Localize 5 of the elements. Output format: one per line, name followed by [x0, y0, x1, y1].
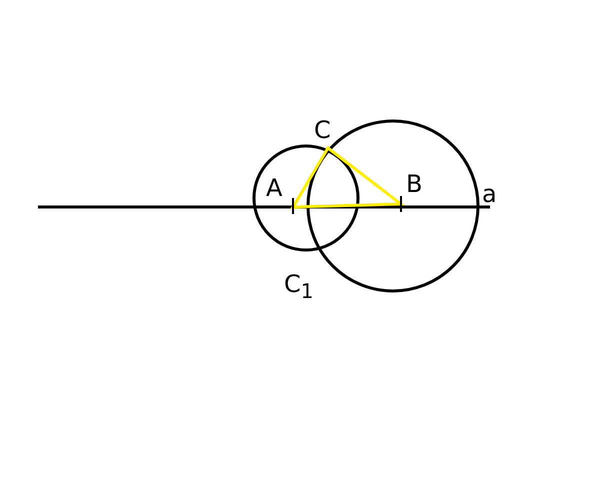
point-label: C [314, 118, 331, 142]
point-label: B [406, 172, 422, 196]
point-label: C$_{1}$ [284, 272, 314, 301]
point-label: a [482, 182, 497, 206]
point-label: A [266, 176, 282, 200]
